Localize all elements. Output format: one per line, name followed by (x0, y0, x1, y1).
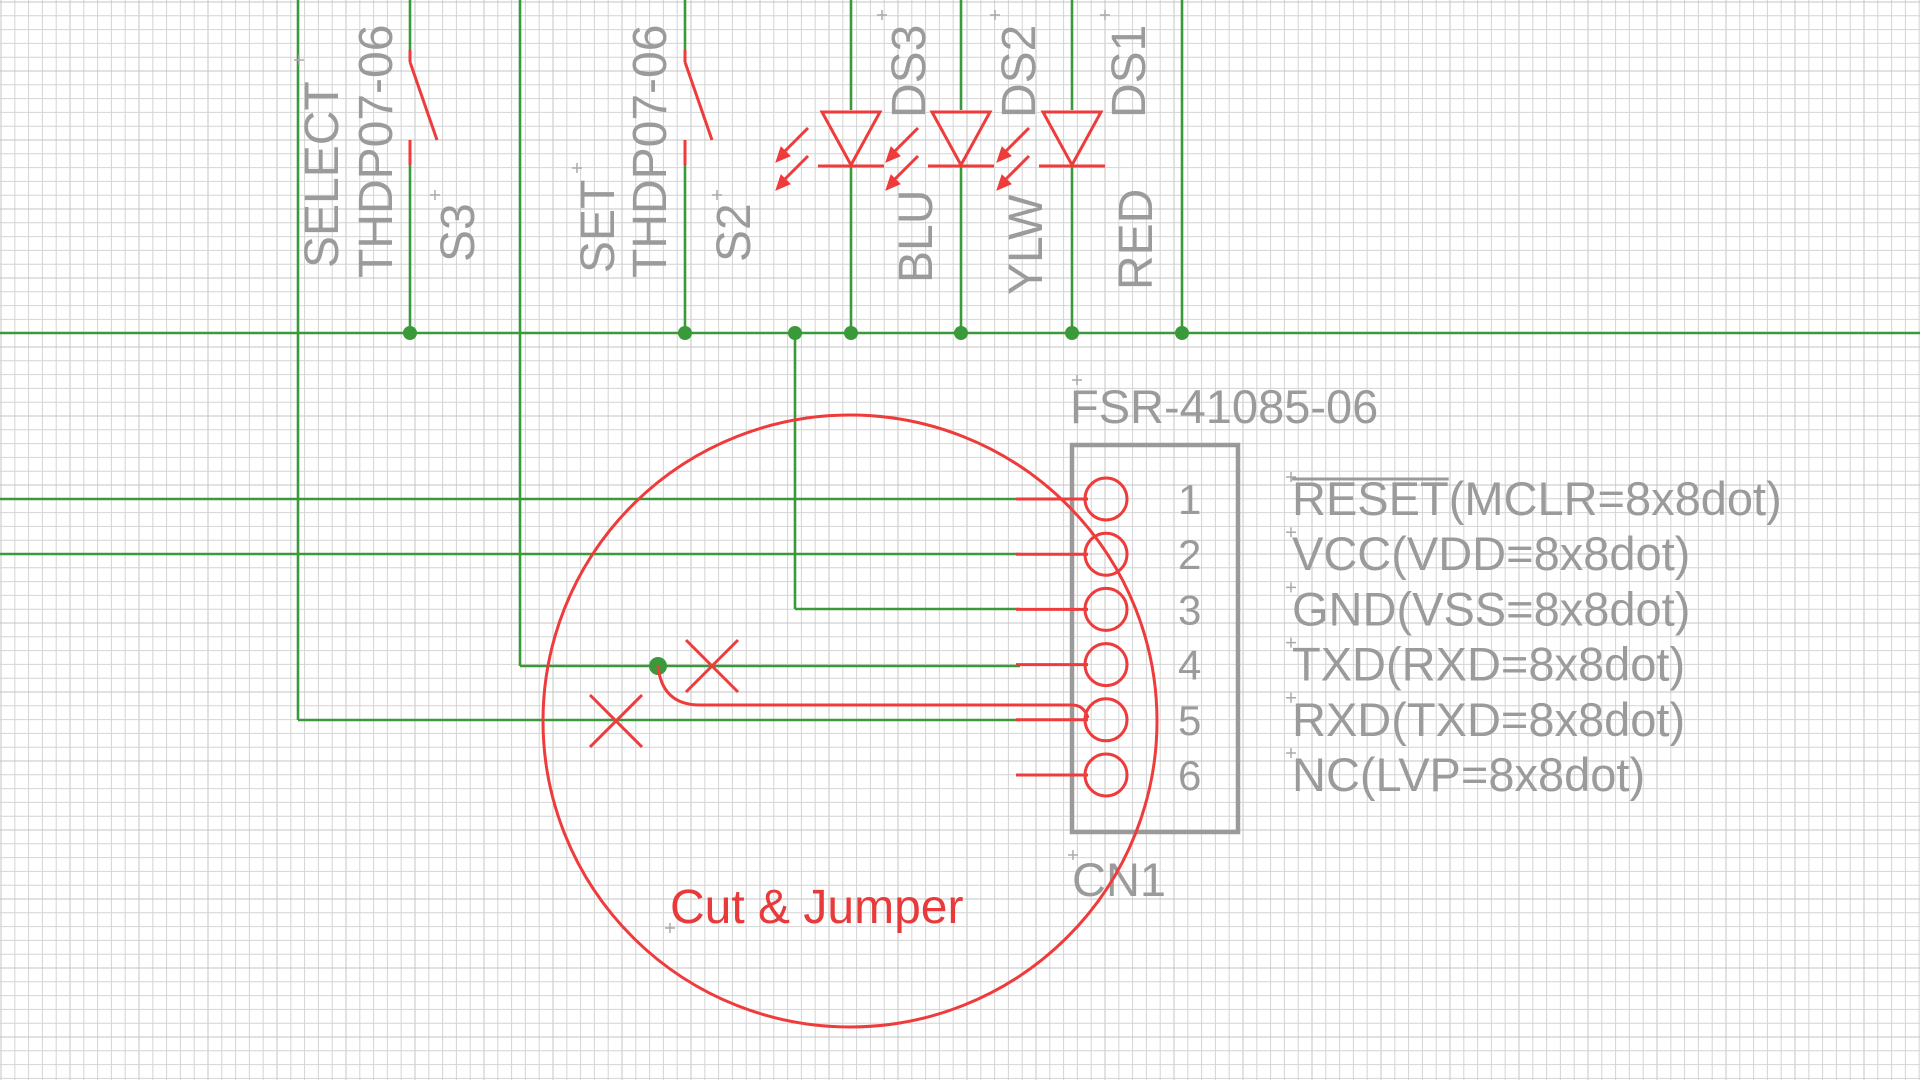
led-color-label: YLW (1000, 194, 1053, 295)
pin-labels: RESET(MCLR=8x8dot)VCC(VDD=8x8dot)GND(VSS… (1286, 472, 1782, 801)
junction-dot (1175, 326, 1189, 340)
led-triangle (1040, 110, 1104, 169)
led-ref-label: DS1 (1103, 25, 1156, 118)
pin-signal-note: (RXD=8x8dot) (1386, 638, 1685, 691)
pin-signal-note: (VSS=8x8dot) (1396, 582, 1690, 635)
led-ref-label: DS2 (993, 25, 1046, 118)
pin-number: 2 (1178, 531, 1201, 578)
pin-signal-note: (MCLR=8x8dot) (1449, 472, 1782, 525)
origin-cross (665, 923, 675, 933)
jumper-trace (656, 665, 1090, 719)
led-ds1: DS1 RED (996, 25, 1163, 290)
cut-mark (588, 693, 644, 749)
connector-cn1: FSR-41085-06 1 2 3 4 5 6 CN1 (1016, 380, 1378, 906)
pin-pad (1083, 752, 1129, 798)
led-color-label: BLU (890, 190, 943, 283)
pin-number: 5 (1178, 697, 1201, 744)
connector-pins: 1 2 3 4 5 6 (1016, 476, 1201, 799)
origin-cross (712, 190, 722, 200)
junction-dot (678, 326, 692, 340)
origin-cross (1286, 527, 1296, 538)
switch-model-label: THDP07-06 (624, 25, 677, 278)
pin-pad (1083, 642, 1129, 688)
origin-cross (294, 55, 304, 65)
pin-label: TXD(RXD=8x8dot) (1292, 638, 1685, 691)
pin-signal-note: (LVP=8x8dot) (1360, 748, 1645, 801)
pin-number: 1 (1178, 476, 1201, 523)
junction-dot (844, 326, 858, 340)
origin-cross (1286, 748, 1296, 758)
pin-number: 3 (1178, 586, 1201, 633)
connector-part-number: FSR-41085-06 (1070, 380, 1378, 433)
pin-label: NC(LVP=8x8dot) (1292, 748, 1645, 801)
junctions (403, 326, 1189, 675)
led-light-arrowhead (775, 174, 791, 191)
origin-cross (430, 190, 440, 200)
led-ds3: DS3 BLU (775, 25, 943, 283)
switch-s3: SELECT THDP07-06 S3 (296, 25, 485, 278)
origin-cross (1068, 850, 1078, 860)
wires (0, 0, 1920, 722)
pin-pad (1083, 697, 1129, 743)
pin-signal-name: NC (1292, 748, 1360, 801)
junction-dot (954, 326, 968, 340)
cut-mark (684, 638, 740, 694)
led-color-label: RED (1110, 189, 1163, 290)
led-light-arrowhead (996, 146, 1012, 163)
pin-signal-name: RXD (1292, 693, 1391, 746)
origin-cross (877, 10, 887, 20)
origin-cross (572, 163, 582, 173)
origin-cross (990, 10, 1000, 20)
pin-signal-note: (TXD=8x8dot) (1391, 693, 1685, 746)
switch-model-label: THDP07-06 (350, 25, 403, 278)
pin-label: RESET(MCLR=8x8dot) (1292, 472, 1782, 525)
switch-ref-label: S3 (432, 203, 485, 262)
pin-pad (1083, 586, 1129, 632)
origin-cross (1286, 472, 1296, 482)
led-triangle (929, 110, 993, 169)
pin-label: VCC(VDD=8x8dot) (1292, 527, 1690, 580)
pin-signal-name: GND (1292, 582, 1396, 635)
pin-label: RXD(TXD=8x8dot) (1292, 693, 1685, 746)
annotation-text: Cut & Jumper (670, 881, 963, 934)
led-light-arrowhead (996, 174, 1012, 191)
origin-cross (1286, 582, 1296, 593)
pin-number: 4 (1178, 642, 1201, 689)
origin-cross (1072, 375, 1082, 385)
junction-dot (403, 326, 417, 340)
pin-signal-note: (VDD=8x8dot) (1391, 527, 1690, 580)
switch-lever (408, 61, 439, 141)
junction-dot (788, 326, 802, 340)
pin-signal-name: TXD (1292, 638, 1386, 691)
junction-dot (1065, 326, 1079, 340)
origin-cross (1286, 692, 1296, 703)
origin-cross (1100, 10, 1110, 20)
led-light-arrowhead (885, 174, 901, 191)
pin-signal-name: RESET (1292, 472, 1449, 525)
cut-mark-stroke (684, 638, 740, 694)
pin-label: GND(VSS=8x8dot) (1292, 582, 1690, 635)
led-light-arrowhead (885, 146, 901, 163)
pin-pad (1083, 531, 1129, 577)
led-light-arrowhead (775, 146, 791, 163)
pin-pad (1083, 476, 1129, 522)
switch-lever (683, 61, 714, 141)
cut-mark-stroke (588, 693, 644, 749)
origin-marks (294, 10, 1110, 933)
switch-function-label: SET (572, 180, 625, 273)
connector-body (1069, 442, 1241, 835)
origin-cross (1286, 637, 1296, 648)
led-ref-label: DS3 (883, 25, 936, 118)
connector-ref-label: CN1 (1072, 853, 1166, 906)
switch-function-label: SELECT (296, 81, 349, 268)
led-ds2: DS2 YLW (885, 25, 1053, 295)
switch-s2: SET THDP07-06 S2 (572, 25, 761, 278)
pin-number: 6 (1178, 752, 1201, 799)
pin-signal-name: VCC (1292, 527, 1391, 580)
led-triangle (819, 110, 883, 169)
switch-ref-label: S2 (708, 203, 761, 262)
annotation-circle (541, 413, 1159, 1029)
